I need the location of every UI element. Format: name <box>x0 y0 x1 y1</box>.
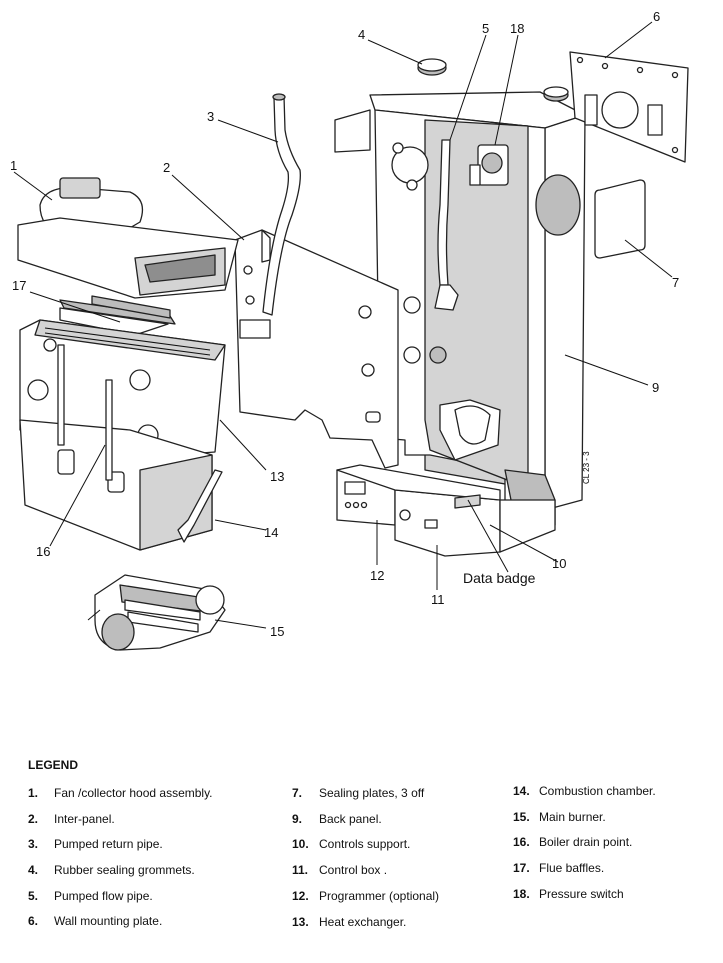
flue-baffles-part <box>59 295 176 336</box>
legend-text: Pressure switch <box>539 887 624 901</box>
callout-4: 4 <box>358 27 365 42</box>
callout-15: 15 <box>270 624 284 639</box>
legend-number: 10. <box>292 837 309 851</box>
legend-number: 17. <box>513 861 530 875</box>
legend-item: 11. Control box . <box>292 863 387 877</box>
legend-text: Pumped flow pipe. <box>54 889 153 903</box>
legend-item: 13. Heat exchanger. <box>292 915 406 929</box>
legend-number: 1. <box>28 786 39 800</box>
legend-item: 5. Pumped flow pipe. <box>28 889 153 903</box>
pumped-flow-pipe-part <box>403 139 459 364</box>
legend-item: 15. Main burner. <box>513 810 606 824</box>
legend-number: 9. <box>292 812 303 826</box>
pressure-switch-part <box>469 144 509 186</box>
drawing-reference: CL 23 - 3 <box>582 451 591 484</box>
legend-text: Inter-panel. <box>54 812 115 826</box>
legend-number: 14. <box>513 784 530 798</box>
wall-mounting-plate-part <box>569 51 689 163</box>
grommets-part <box>417 58 569 102</box>
data-badge-label: Data badge <box>463 570 536 586</box>
legend-item: 16. Boiler drain point. <box>513 835 632 849</box>
legend-item: 14. Combustion chamber. <box>513 784 656 798</box>
legend-number: 6. <box>28 914 39 928</box>
leader-lines <box>13 21 673 629</box>
callout-18: 18 <box>510 21 524 36</box>
legend-text: Sealing plates, 3 off <box>319 786 425 800</box>
legend-text: Heat exchanger. <box>319 915 407 929</box>
legend-item: 2. Inter-panel. <box>28 812 115 826</box>
callout-14: 14 <box>264 525 278 540</box>
legend-number: 7. <box>292 786 303 800</box>
legend-title: LEGEND <box>28 758 79 772</box>
legend-number: 4. <box>28 863 39 877</box>
back-panel-part <box>334 91 586 526</box>
legend-number: 11. <box>292 863 309 877</box>
legend: LEGEND 1. Fan /collector hood assembly. 2… <box>28 758 708 948</box>
legend-item: 3. Pumped return pipe. <box>28 837 163 851</box>
callout-1: 1 <box>10 158 17 173</box>
legend-number: 2. <box>28 812 39 826</box>
controls-assembly-part <box>336 464 556 557</box>
legend-text: Control box . <box>319 863 388 877</box>
legend-text: Combustion chamber. <box>539 784 656 798</box>
legend-text: Rubber sealing grommets. <box>54 863 195 877</box>
callout-2: 2 <box>163 160 170 175</box>
legend-item: 12. Programmer (optional) <box>292 889 439 903</box>
legend-item: 4. Rubber sealing grommets. <box>28 863 195 877</box>
legend-item: 7. Sealing plates, 3 off <box>292 786 424 800</box>
pumped-return-pipe-part <box>239 93 301 339</box>
callout-7: 7 <box>672 275 679 290</box>
legend-number: 13. <box>292 915 309 929</box>
callout-3: 3 <box>207 109 214 124</box>
callout-11: 11 <box>431 592 445 607</box>
inter-panel-part <box>234 229 399 469</box>
legend-item: 18. Pressure switch <box>513 887 624 901</box>
legend-number: 15. <box>513 810 530 824</box>
legend-item: 10. Controls support. <box>292 837 410 851</box>
legend-text: Main burner. <box>539 810 606 824</box>
callout-13: 13 <box>270 469 284 484</box>
fan-collector-hood-part <box>17 177 239 299</box>
callout-5: 5 <box>482 21 489 36</box>
legend-text: Fan /collector hood assembly. <box>54 786 213 800</box>
legend-text: Pumped return pipe. <box>54 837 163 851</box>
legend-number: 3. <box>28 837 39 851</box>
drain-point-part <box>57 344 113 481</box>
legend-text: Controls support. <box>319 837 411 851</box>
legend-item: 1. Fan /collector hood assembly. <box>28 786 213 800</box>
legend-item: 6. Wall mounting plate. <box>28 914 162 928</box>
legend-number: 5. <box>28 889 39 903</box>
legend-text: Programmer (optional) <box>319 889 440 903</box>
callout-6: 6 <box>653 9 660 24</box>
legend-number: 18. <box>513 887 530 901</box>
main-burner-part <box>87 574 226 651</box>
callout-17: 17 <box>12 278 26 293</box>
legend-text: Flue baffles. <box>539 861 605 875</box>
boiler-exploded-diagram: 1 2 3 4 5 6 7 9 10 11 12 13 14 15 16 17 … <box>10 9 689 651</box>
legend-item: 9. Back panel. <box>292 812 382 826</box>
legend-text: Back panel. <box>319 812 382 826</box>
callout-10: 10 <box>552 556 566 571</box>
callout-9: 9 <box>652 380 659 395</box>
sealing-plate-part <box>594 179 646 259</box>
callout-16: 16 <box>36 544 50 559</box>
legend-number: 12. <box>292 889 309 903</box>
legend-number: 16. <box>513 835 530 849</box>
callout-12: 12 <box>370 568 384 583</box>
legend-text: Boiler drain point. <box>539 835 633 849</box>
callout-labels: 1 2 3 4 5 6 7 9 10 11 12 13 14 15 16 17 … <box>10 9 679 639</box>
legend-text: Wall mounting plate. <box>54 914 163 928</box>
legend-item: 17. Flue baffles. <box>513 861 604 875</box>
